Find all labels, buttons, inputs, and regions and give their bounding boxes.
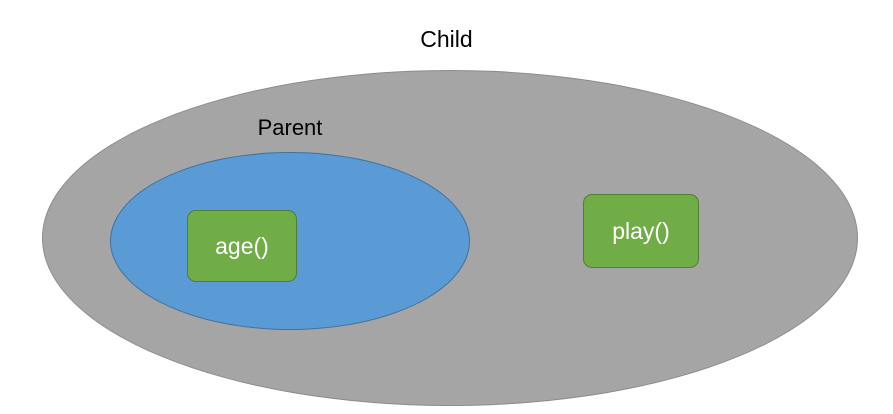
method-box-play: play() bbox=[583, 194, 699, 268]
child-set-label: Child bbox=[420, 26, 473, 52]
method-label-play: play() bbox=[612, 217, 670, 244]
parent-set-label: Parent bbox=[257, 115, 323, 140]
method-box-age: age() bbox=[187, 210, 297, 282]
method-label-age: age() bbox=[215, 232, 269, 259]
